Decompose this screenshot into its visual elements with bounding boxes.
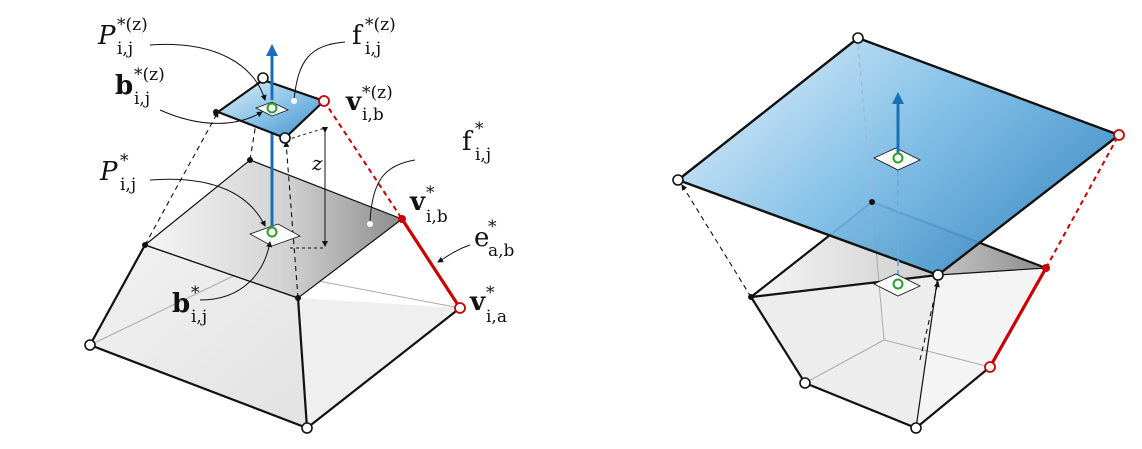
- svg-text:i,j: i,j: [117, 39, 133, 59]
- label-P-top: P *(z) i,j: [97, 15, 148, 59]
- svg-text:f: f: [462, 127, 474, 157]
- svg-text:v: v: [345, 87, 362, 117]
- offset-red-dashed: [323, 100, 403, 220]
- frustum-front-face: [298, 298, 460, 428]
- svg-text:b: b: [172, 289, 190, 319]
- svg-text:P: P: [97, 21, 116, 51]
- svg-text:i,b: i,b: [362, 105, 384, 125]
- right-figure: [672, 32, 1125, 434]
- svg-text:*: *: [486, 283, 495, 303]
- left-figure: P *(z) i,j f *(z) i,j b *(z) i,j v *(z) …: [84, 15, 515, 434]
- svg-text:*: *: [475, 119, 484, 139]
- label-b-bot: b * i,j: [172, 283, 207, 327]
- svg-text:i,a: i,a: [486, 307, 507, 327]
- lower-left-face: [751, 275, 938, 428]
- svg-text:i,j: i,j: [120, 175, 136, 195]
- svg-text:i,j: i,j: [365, 39, 381, 59]
- svg-text:i,j: i,j: [475, 145, 491, 165]
- svg-text:*(z): *(z): [362, 83, 393, 103]
- label-z: z: [311, 151, 323, 175]
- frustum-edges: [88, 244, 461, 430]
- svg-text:f: f: [352, 21, 364, 51]
- label-f-top: f *(z) i,j: [352, 15, 396, 59]
- svg-text:v: v: [469, 287, 486, 317]
- svg-text:*: *: [191, 283, 200, 303]
- svg-text:b: b: [115, 71, 133, 101]
- label-v-top: v *(z) i,b: [345, 83, 393, 125]
- leader-lines: [149, 41, 471, 301]
- svg-text:i,b: i,b: [426, 207, 448, 227]
- label-P-mid: P * i,j: [99, 151, 136, 195]
- vertices-right: [672, 32, 1125, 434]
- svg-text:i,j: i,j: [134, 89, 150, 109]
- svg-text:e: e: [474, 223, 489, 253]
- svg-text:v: v: [409, 187, 426, 217]
- label-v-ia: v * i,a: [469, 283, 507, 327]
- svg-text:*: *: [120, 151, 129, 171]
- label-f-mid: f * i,j: [462, 119, 491, 165]
- svg-text:*(z): *(z): [365, 15, 396, 35]
- svg-text:P: P: [99, 157, 118, 187]
- svg-text:*: *: [426, 183, 435, 203]
- label-v-ib: v * i,b: [409, 183, 448, 227]
- svg-text:*(z): *(z): [117, 15, 148, 35]
- barycenter-b-ij-z: [266, 102, 278, 114]
- barycenter-b-ij: [266, 226, 278, 238]
- right-dashed: [681, 184, 940, 361]
- svg-text:i,j: i,j: [191, 307, 207, 327]
- svg-text:a,b: a,b: [488, 241, 515, 261]
- lower-right-face: [916, 268, 1046, 428]
- edge-e-ab: [400, 218, 462, 309]
- vertices-left: [84, 72, 466, 434]
- label-e-ab: e * a,b: [474, 217, 515, 261]
- label-b-top: b *(z) i,j: [115, 65, 165, 109]
- svg-text:*(z): *(z): [134, 65, 165, 85]
- svg-text:*: *: [488, 217, 497, 237]
- frustum-left-face: [90, 245, 307, 428]
